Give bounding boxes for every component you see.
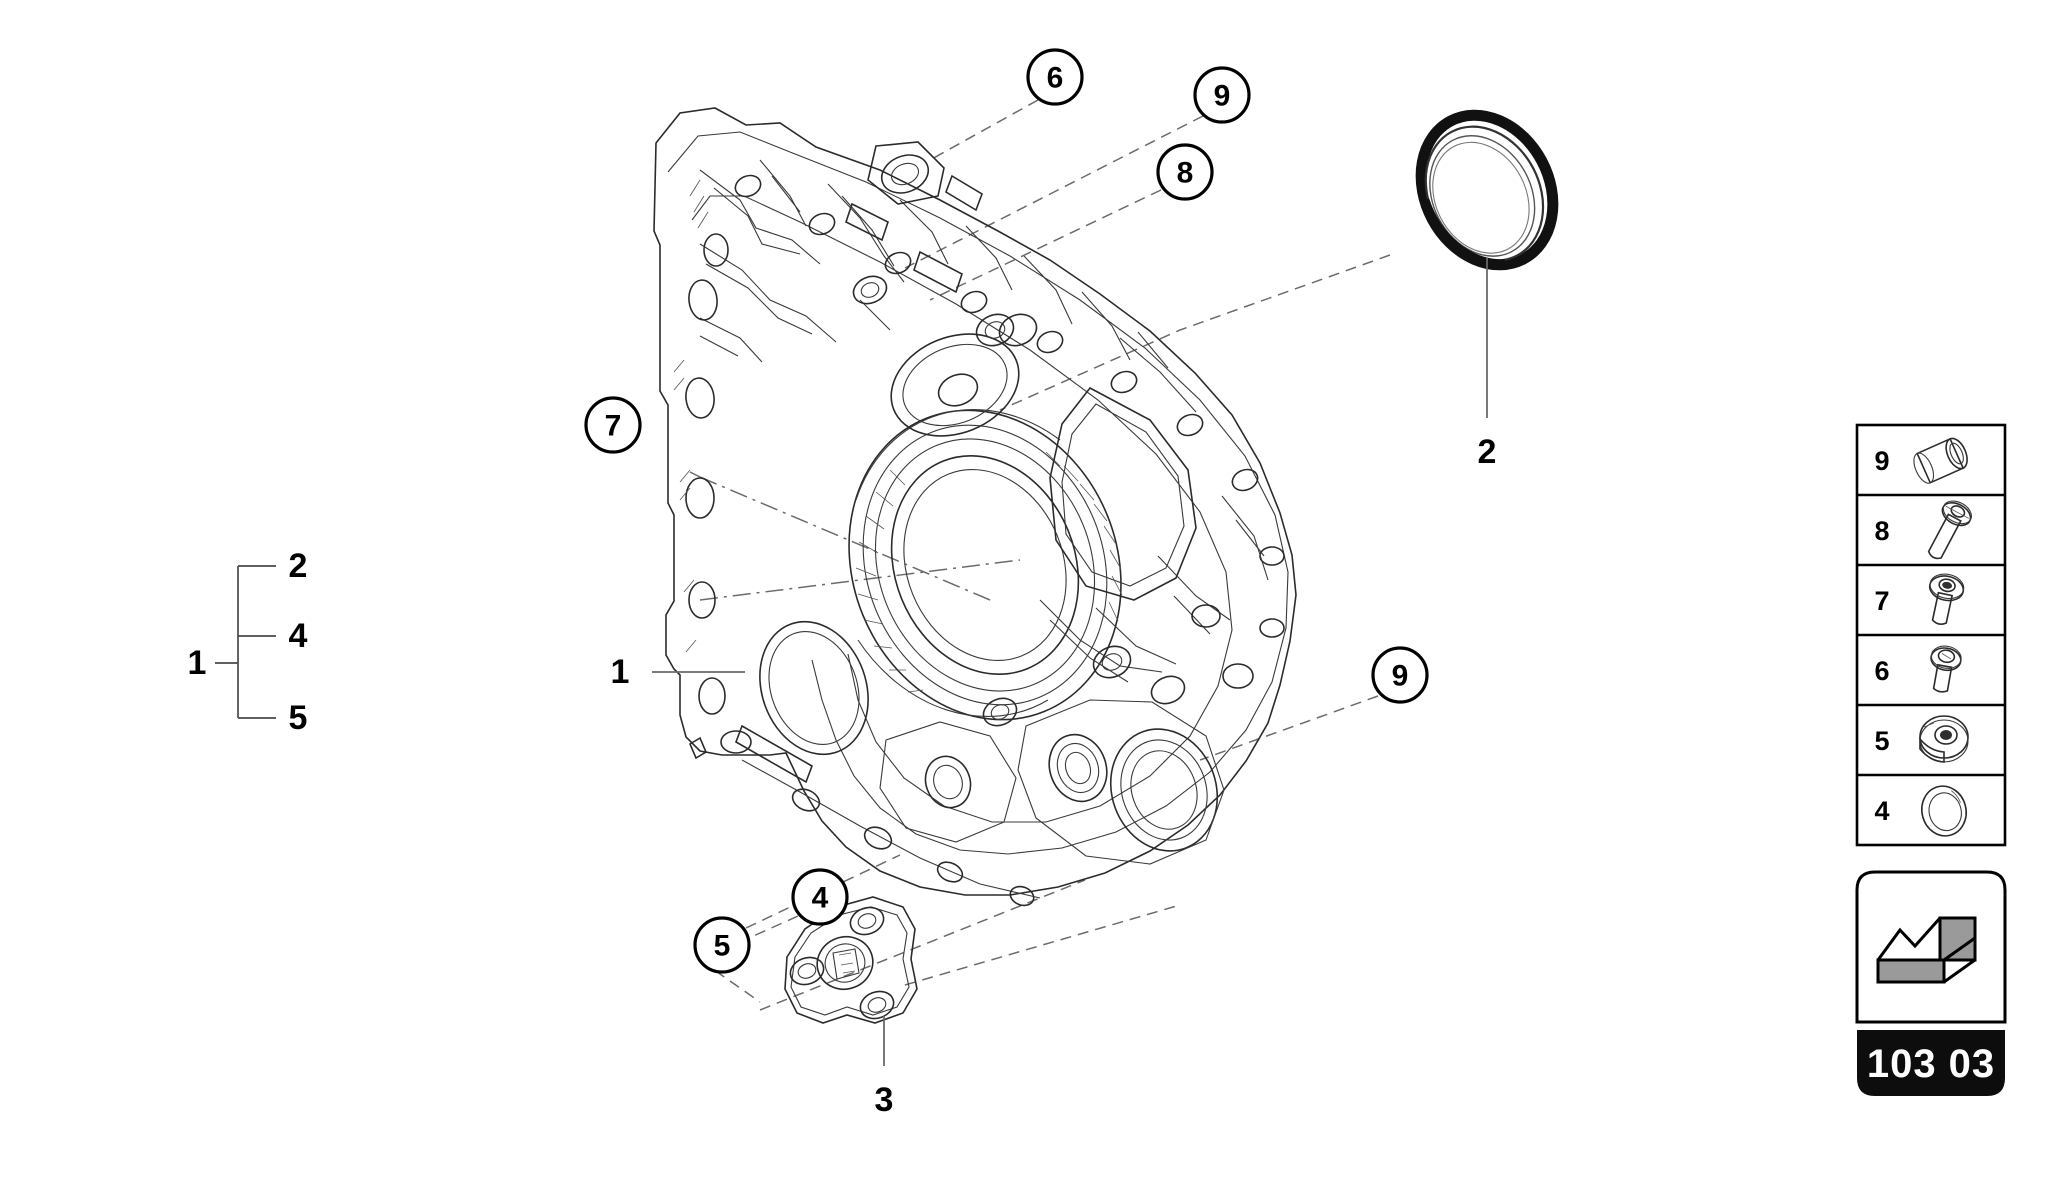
callout-1-cover: 1 [611,653,745,691]
upper-groove [845,174,983,294]
callout-8-label: 8 [1177,157,1194,190]
callout-5[interactable]: 5 [693,916,751,974]
centreline-cover [699,559,1021,601]
callout-7-label: 7 [605,410,622,443]
socket-head-bolt-stub-icon [1930,645,1962,693]
callout-9-lower[interactable]: 9 [1371,646,1429,704]
explode-line-seal [999,254,1391,411]
legend-row-8-num: 8 [1874,516,1889,546]
o-ring-icon [1921,785,1967,837]
explode-line-9a [904,115,1204,269]
legend-row-5-num: 5 [1874,726,1889,756]
top-locating-boss [867,141,945,205]
bracket-branch-label-4: 4 [289,617,308,655]
explode-line-9b [1199,695,1379,761]
explode-line-5 [745,854,901,929]
bracket-main-label: 1 [188,644,207,682]
legend-row-4-num: 4 [1874,796,1889,826]
legend-row-6-num: 6 [1874,656,1889,686]
callout-2-right-label: 2 [1478,433,1497,471]
camshaft-boss [890,333,1020,437]
callout-5-label: 5 [714,930,731,963]
legend-row-6[interactable]: 6 [1874,644,1962,695]
explode-line-8 [929,189,1162,301]
right-window [1049,386,1197,601]
socket-head-bolt-short-icon [1928,573,1965,625]
callout-9-top-label: 9 [1214,80,1231,113]
callout-4[interactable]: 4 [791,868,849,926]
explode-line-6 [929,99,1039,161]
callout-9-lower-label: 9 [1392,660,1409,693]
lower-right-bores [1017,699,1225,865]
flange-bolt-bosses-top [734,174,1285,638]
inner-bolt-bosses [852,275,1254,727]
legend-row-8[interactable]: 8 [1874,496,1975,564]
callout-6[interactable]: 6 [1026,48,1084,106]
explode-line-7 [699,476,991,601]
socket-head-bolt-long-icon [1927,500,1972,560]
explode-line-7b [689,471,701,478]
cover-ribs-upper-left [699,159,1169,369]
callout-2-right: 2 [1478,258,1497,471]
legend-row-7-num: 7 [1874,586,1889,616]
oil-pump-bore [759,620,869,756]
callout-4-label: 4 [812,882,829,915]
lower-flange [688,724,1041,907]
explode-line-bracket-lower [759,879,1086,1011]
legend-row-5[interactable]: 5 [1874,715,1969,763]
explode-line-bracket-upper [904,904,1181,986]
callout-1-cover-label: 1 [611,653,630,691]
crank-seal-bore [848,409,1123,721]
callout-6-label: 6 [1047,62,1064,95]
mid-pocket [879,721,1017,843]
legend-row-9-num: 9 [1874,446,1889,476]
flanged-plug-icon [1919,715,1969,763]
bush-sleeve-icon [1913,437,1968,484]
callout-9-top[interactable]: 9 [1193,66,1251,124]
badge-code-bar [1857,1030,2005,1096]
bracket-branch-label-2: 2 [289,547,308,585]
legend-row-9[interactable]: 9 [1874,435,1971,486]
badge-code-label: 103 03 [1867,1042,1995,1086]
legend-row-4[interactable]: 4 [1874,781,1971,840]
flange-bolt-bosses-left [685,233,752,754]
shading-hatch [673,179,709,653]
callout-3-label: 3 [875,1081,894,1119]
callout-7[interactable]: 7 [584,396,642,454]
callout-3: 3 [875,1016,894,1119]
callout-8[interactable]: 8 [1156,143,1214,201]
bracket-branch-label-5: 5 [289,699,308,737]
legend-row-7[interactable]: 7 [1874,571,1966,627]
wedge-block-icon [1876,916,1977,984]
